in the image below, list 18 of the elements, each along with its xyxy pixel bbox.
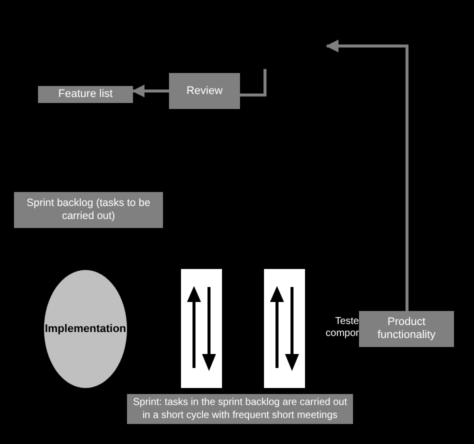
partial-label: Teste compor	[325, 316, 359, 340]
process-box	[38, 86, 133, 103]
process-ellipse	[44, 270, 127, 388]
box-label: Review	[186, 84, 223, 99]
panel-box	[264, 269, 305, 388]
process-box	[14, 192, 163, 228]
process-box	[169, 73, 240, 109]
connector-arrow	[240, 69, 266, 96]
box-label: Feature list	[58, 88, 113, 101]
box-label: Product functionality	[376, 316, 437, 342]
process-box	[359, 311, 454, 347]
box-label: Sprint backlog (tasks to be carried out)	[26, 197, 152, 223]
connector-arrow	[132, 84, 169, 98]
panel-box	[181, 269, 222, 388]
note-box	[127, 394, 353, 424]
ellipse-label: Implementation	[44, 322, 126, 337]
connector-arrow	[326, 40, 408, 311]
note-text: Sprint: tasks in the sprint backlog are carried out in a short cycle with frequent short meetings	[132, 396, 348, 422]
